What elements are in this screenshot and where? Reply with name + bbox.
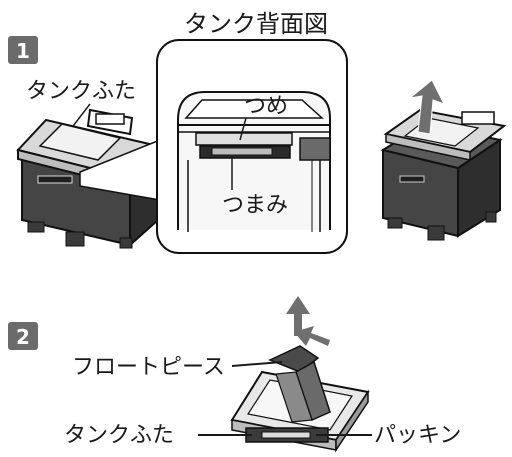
float-piece-leader [231, 361, 283, 367]
tank-back-zoom-callout [79, 39, 348, 254]
tank-right-illustration [380, 108, 507, 241]
claw-leader [239, 117, 247, 141]
page-title: タンク背面図 [184, 10, 328, 38]
step-2-tank-lid-label: タンクふた [64, 423, 174, 448]
step-2-number: 2 [16, 325, 30, 349]
step-1-tank-lid-label: タンクふた [26, 79, 136, 104]
knob-label: つまみ [222, 193, 288, 218]
push-left-arrow-icon [294, 326, 330, 346]
packing-label: パッキン [374, 423, 461, 448]
step-2-badge: 2 [8, 322, 38, 350]
lift-up-arrow [408, 79, 446, 135]
step-1-badge: 1 [8, 36, 38, 64]
tank-lid-illustration [230, 345, 370, 453]
claw-label: つめ [244, 94, 288, 119]
float-piece-label: フロートピース [72, 355, 225, 380]
step-1-number: 1 [16, 39, 30, 63]
up-arrow-icon [286, 296, 310, 336]
